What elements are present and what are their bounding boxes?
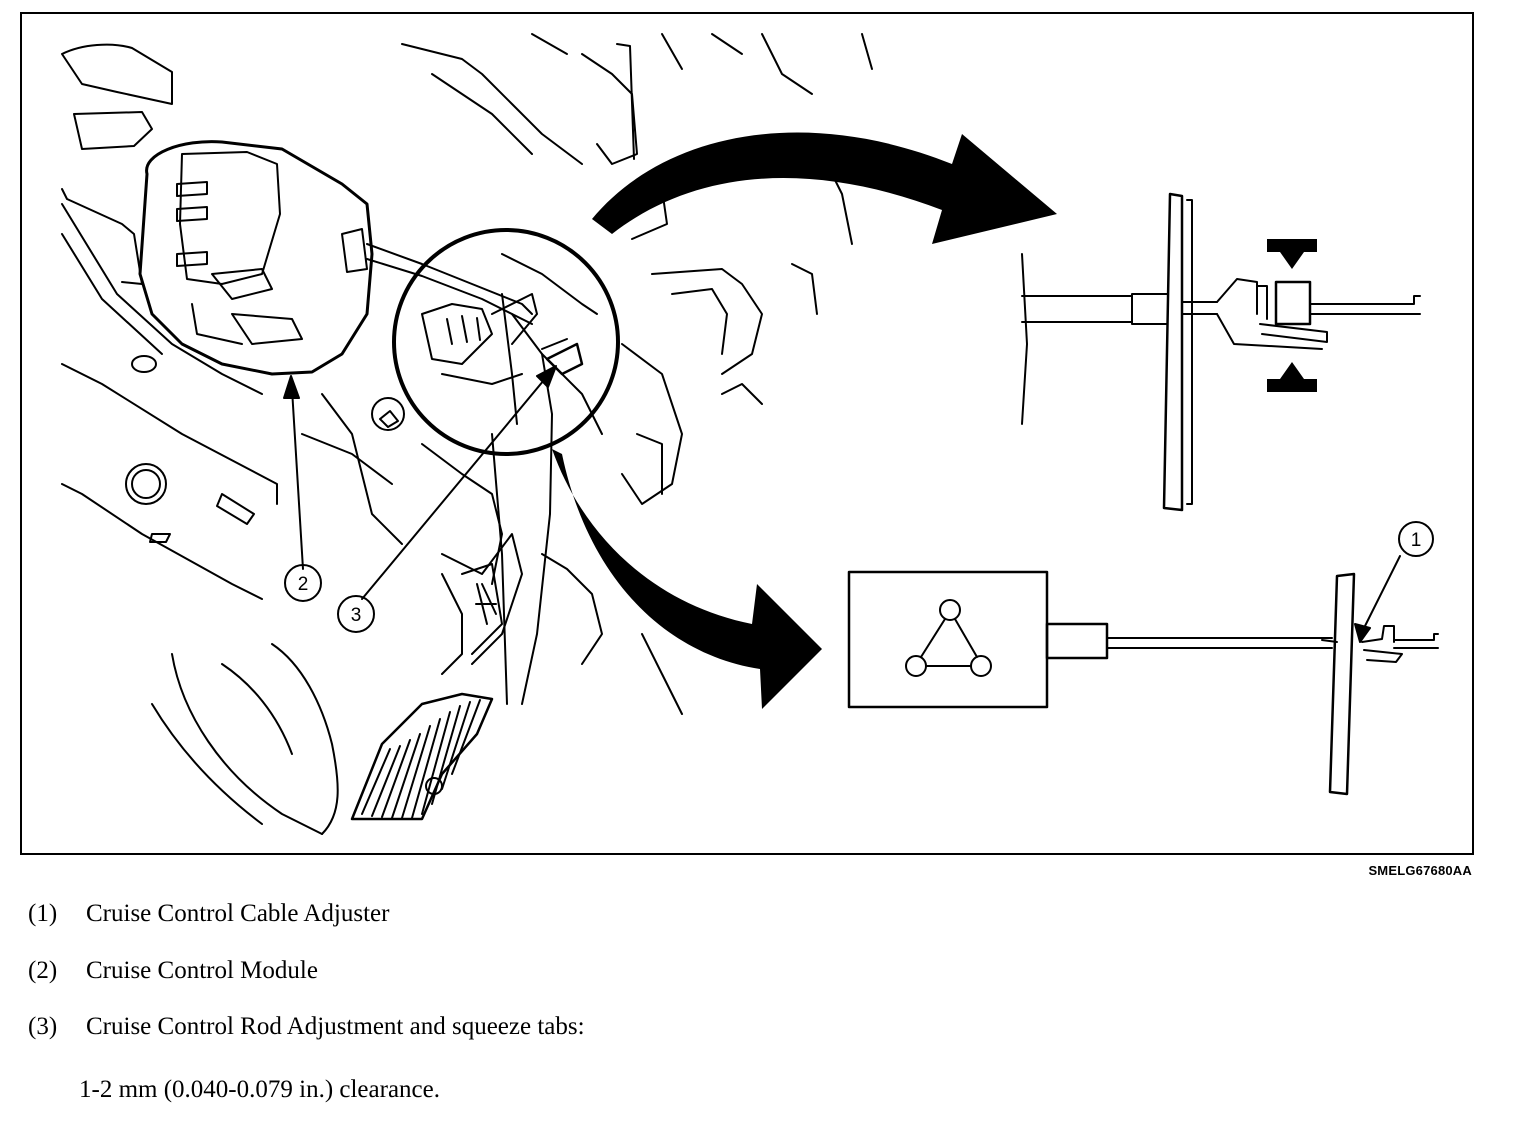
svg-text:1: 1 <box>1411 530 1422 551</box>
callout-marker-1: 1 <box>1398 521 1434 557</box>
legend-label: Cruise Control Rod Adjustment and squeez… <box>86 1013 585 1040</box>
legend-number: (2) <box>28 957 58 984</box>
legend-number: (3) <box>28 1013 58 1040</box>
legend-label: Cruise Control Cable Adjuster <box>86 900 390 927</box>
cruise-control-module <box>138 140 533 376</box>
curved-arrow-upper <box>592 132 1057 244</box>
callout-marker-3: 3 <box>337 595 375 633</box>
legend-number: (1) <box>28 900 58 927</box>
svg-text:3: 3 <box>351 605 362 626</box>
curved-arrow-lower <box>552 449 822 709</box>
accelerator-pedal <box>350 692 494 821</box>
clearance-note: 1-2 mm (0.040-0.079 in.) clearance. <box>79 1076 440 1103</box>
callout-marker-2: 2 <box>284 564 322 602</box>
diagram-frame: 2 3 <box>20 12 1474 855</box>
cable-adjuster-detail <box>847 555 1439 796</box>
legend-label: Cruise Control Module <box>86 957 318 984</box>
diagram-illustration: 2 3 <box>61 33 1439 835</box>
figure-code: SMELG67680AA <box>1368 863 1472 878</box>
detail-circle <box>392 228 620 456</box>
rod-squeeze-tab-detail <box>1021 192 1421 512</box>
svg-text:2: 2 <box>298 574 309 595</box>
callout-leaders <box>283 365 557 600</box>
